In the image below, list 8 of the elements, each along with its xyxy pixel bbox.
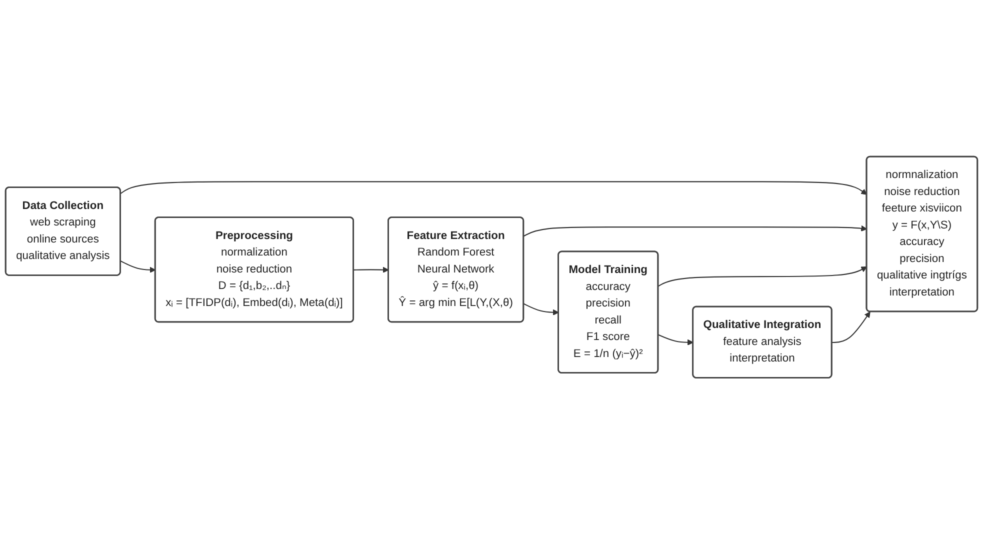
arrow xyxy=(658,334,694,346)
arrow xyxy=(832,312,870,344)
arrow xyxy=(120,260,156,274)
arrow xyxy=(524,304,559,316)
arrow xyxy=(524,226,868,237)
arrow xyxy=(120,182,868,196)
arrow xyxy=(658,266,868,287)
arrow xyxy=(354,267,389,274)
